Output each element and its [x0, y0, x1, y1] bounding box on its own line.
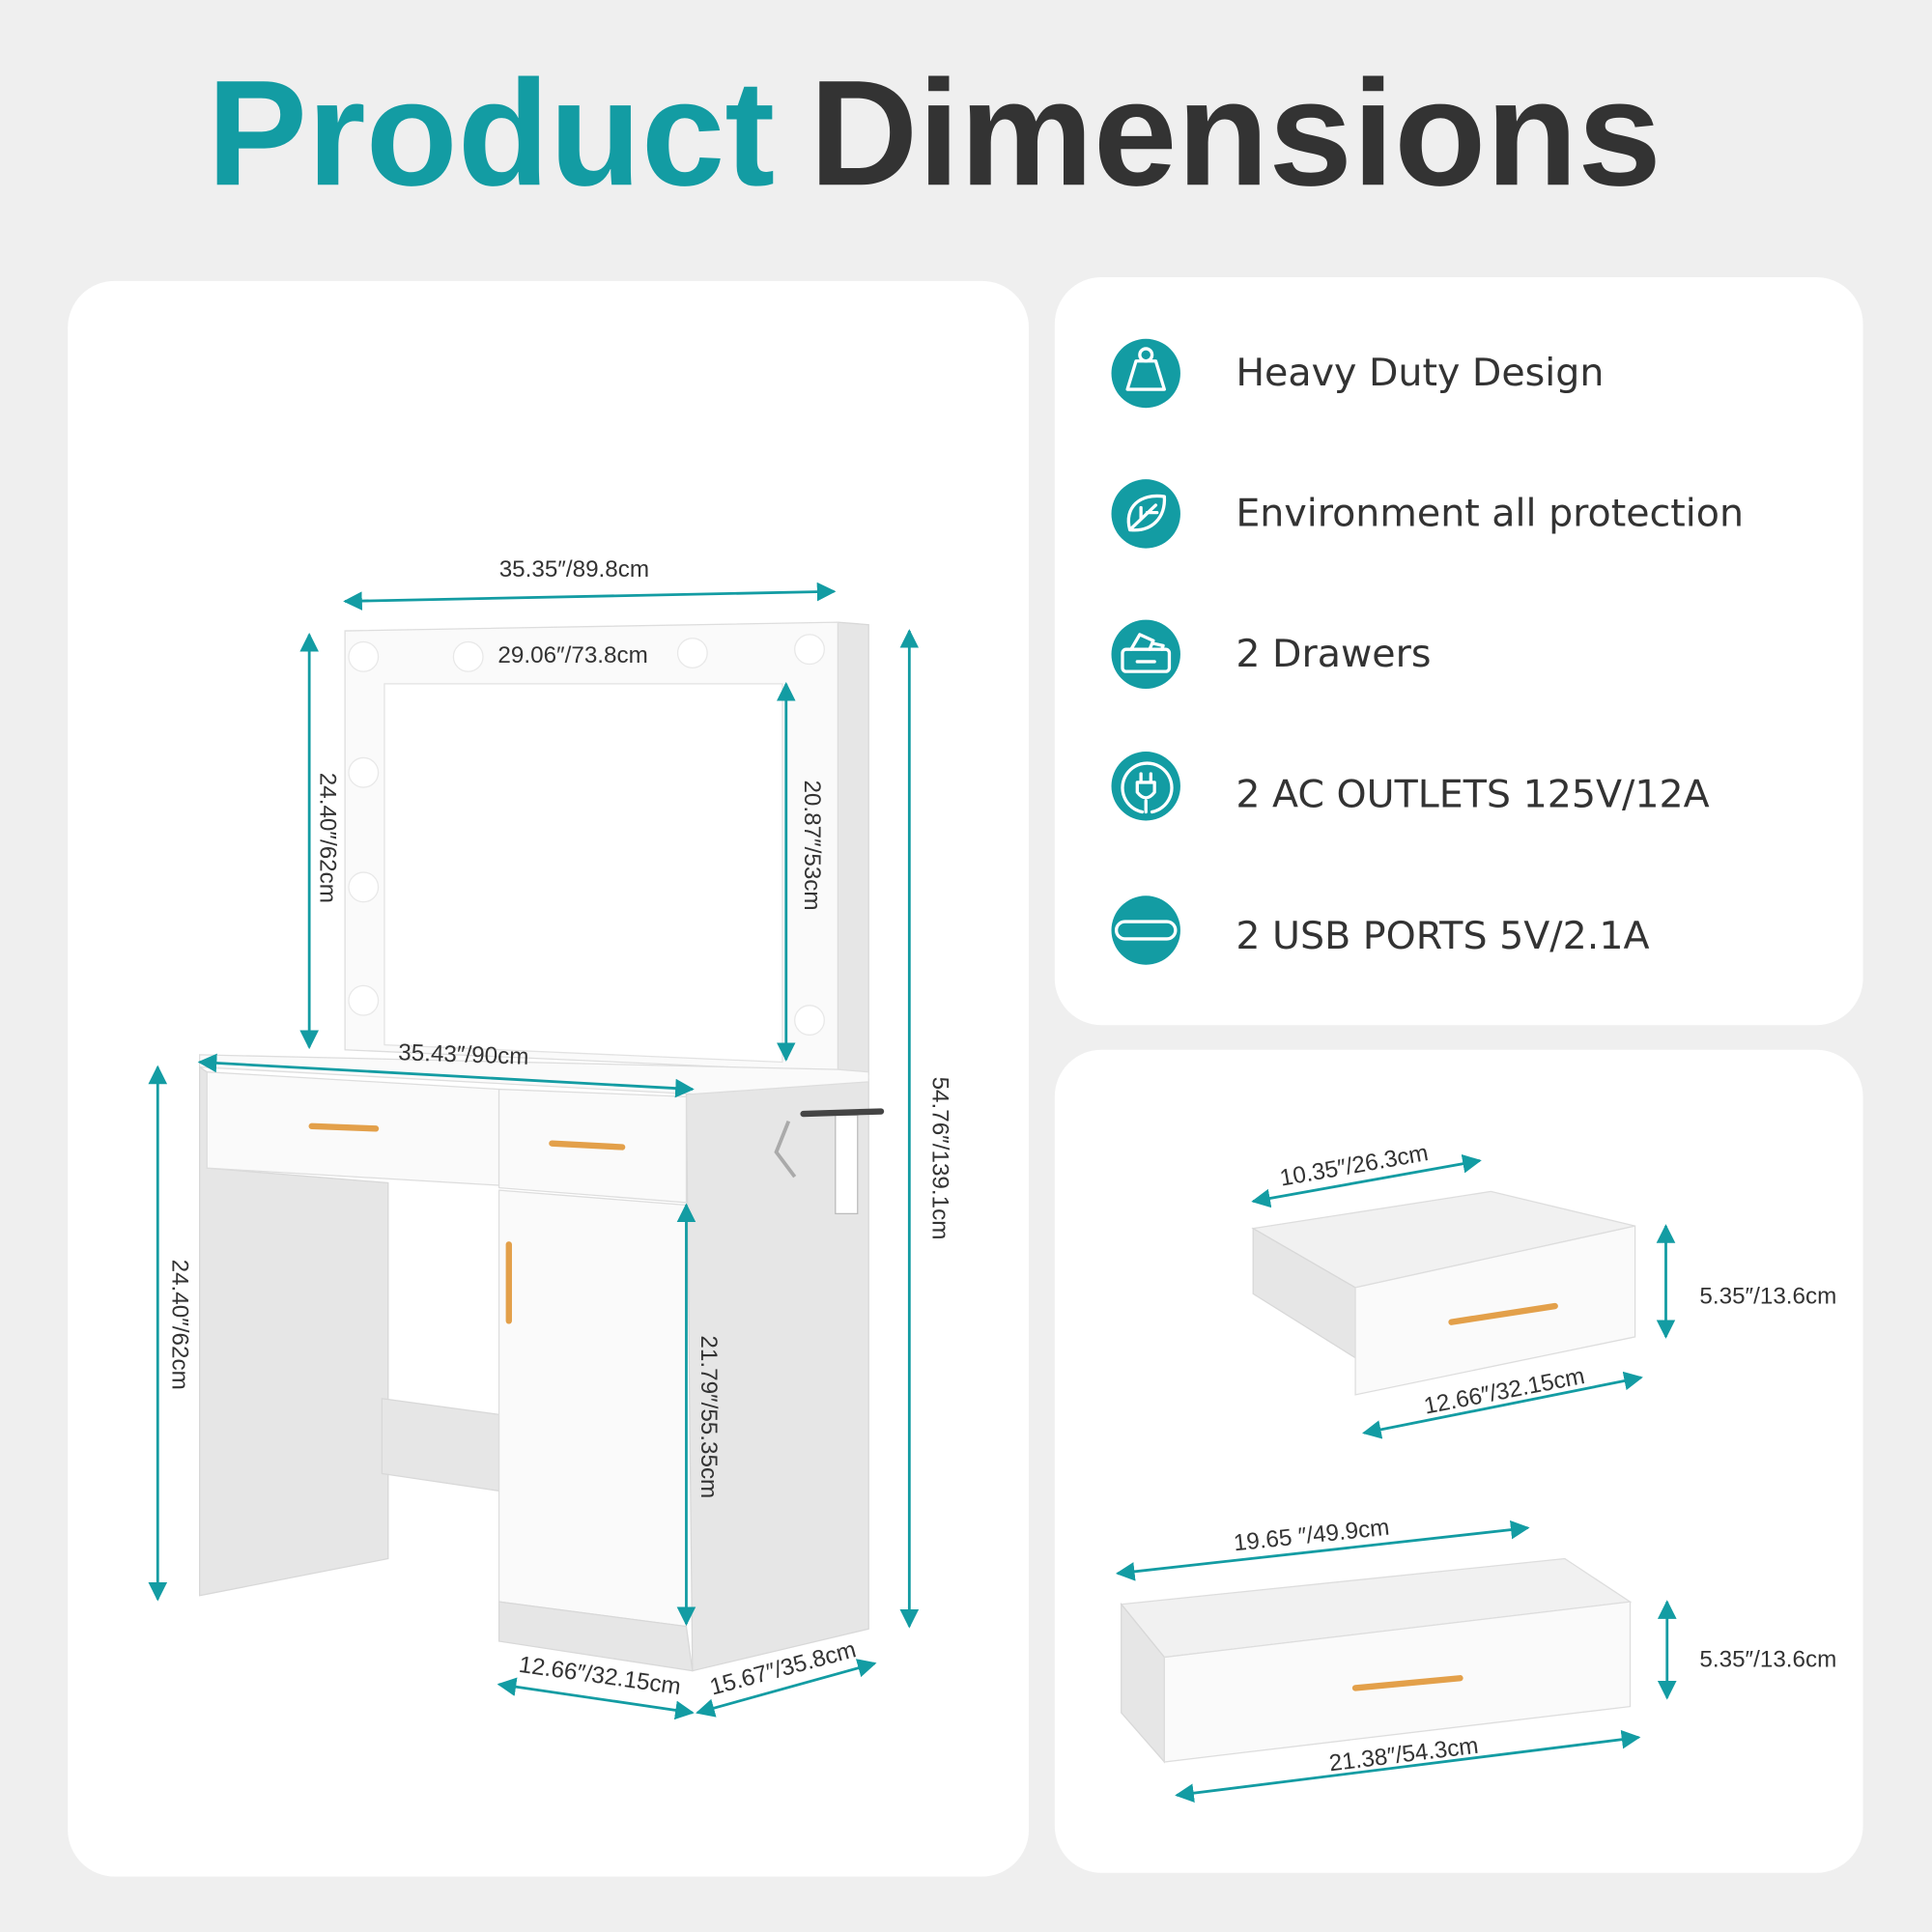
feature-environment: Environment all protection [1111, 479, 1744, 549]
mirror-glass [384, 683, 783, 1064]
leaf-icon [1111, 479, 1180, 549]
usb-c-icon [1111, 895, 1180, 965]
label-small-drawer-height: 5.35″/13.6cm [1699, 1283, 1836, 1309]
feature-label: Heavy Duty Design [1236, 351, 1604, 395]
weight-icon [1111, 338, 1180, 409]
feature-label: 2 Drawers [1236, 632, 1431, 676]
drawer-icon [1111, 619, 1180, 690]
power-outlet-strip [774, 1108, 885, 1215]
features-card [1054, 276, 1863, 1026]
feature-drawers: 2 Drawers [1111, 619, 1431, 690]
label-large-drawer-height: 5.35″/13.6cm [1699, 1647, 1836, 1673]
feature-ac-outlets: 2 AC OUTLETS 125V/12A [1111, 752, 1710, 821]
drawer-handle [549, 1140, 626, 1151]
arrow-desk-width [197, 1053, 695, 1098]
title-part2: Dimensions [810, 48, 1662, 216]
cabinet-base [497, 1601, 694, 1672]
label-mirror-width: 29.06″/73.8cm [497, 642, 647, 668]
feature-label: 2 USB PORTS 5V/2.1A [1236, 914, 1649, 958]
feature-usb-ports: 2 USB PORTS 5V/2.1A [1111, 895, 1650, 965]
arrow-cabinet-width [497, 1677, 695, 1720]
feature-label: Environment all protection [1236, 492, 1744, 536]
vanity-lights [348, 634, 825, 1037]
label-desk-height: 24.40″/62cm [167, 1260, 193, 1390]
plug-icon [1111, 752, 1180, 821]
mirror-frame-side [837, 621, 869, 1075]
title-part1: Product [207, 48, 775, 216]
arrow-depth [696, 1659, 877, 1718]
label-total-height: 54.76″/139.1cm [927, 1077, 953, 1240]
feature-heavy-duty: Heavy Duty Design [1111, 338, 1604, 409]
label-overall-width: 35.35″/89.8cm [499, 556, 649, 582]
label-desk-width: 35.43″/90cm [398, 1039, 529, 1070]
cabinet-door [497, 1189, 688, 1628]
label-frame-height: 24.40″/62cm [315, 773, 341, 903]
arrow-overall-width [343, 582, 837, 611]
feature-label: 2 AC OUTLETS 125V/12A [1236, 772, 1709, 816]
large-drawer-illustration [1120, 1557, 1633, 1764]
label-mirror-height: 20.87″/53cm [799, 780, 825, 910]
drawer-handle [308, 1122, 380, 1132]
label-cabinet-height: 21.79″/55.35cm [696, 1335, 722, 1498]
small-drawer-illustration [1251, 1190, 1636, 1396]
